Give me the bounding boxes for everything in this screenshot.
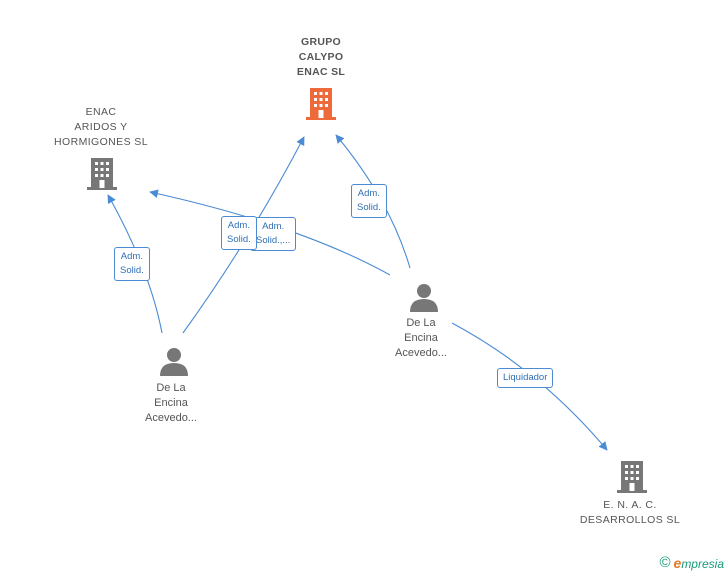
person-left-icon[interactable] bbox=[159, 346, 189, 376]
grupo-calypo-label[interactable]: GRUPO CALYPO ENAC SL bbox=[296, 36, 346, 78]
brand-name: mpresia bbox=[681, 556, 724, 571]
person-left-label[interactable]: De La Encina Acevedo... bbox=[145, 382, 197, 424]
edge-label-liquidador: Liquidador bbox=[497, 368, 554, 388]
person-right-label[interactable]: De La Encina Acevedo... bbox=[395, 317, 447, 359]
enac-aridos-building-icon[interactable] bbox=[87, 156, 117, 190]
empresia-brand[interactable]: © empresia bbox=[659, 554, 724, 571]
edge-label-adm-solid-left-calypo: Adm. Solid. bbox=[221, 216, 257, 250]
enac-desarrollos-building-icon[interactable] bbox=[617, 459, 647, 493]
brand-initial: e bbox=[673, 554, 682, 571]
grupo-calypo-building-icon[interactable] bbox=[306, 86, 336, 120]
edge-label-adm-solid-left-aridos: Adm. Solid. bbox=[114, 247, 150, 281]
edge-label-adm-solid-right-aridos: Adm. Solid.,... bbox=[250, 217, 297, 251]
edge-label-adm-solid-right-calypo: Adm. Solid. bbox=[351, 184, 387, 218]
enac-desarrollos-label[interactable]: E. N. A. C. DESARROLLOS SL bbox=[579, 499, 681, 526]
person-right-icon[interactable] bbox=[409, 282, 439, 312]
copyright-icon: © bbox=[659, 554, 671, 571]
enac-aridos-label[interactable]: ENAC ARIDOS Y HORMIGONES SL bbox=[54, 106, 148, 148]
